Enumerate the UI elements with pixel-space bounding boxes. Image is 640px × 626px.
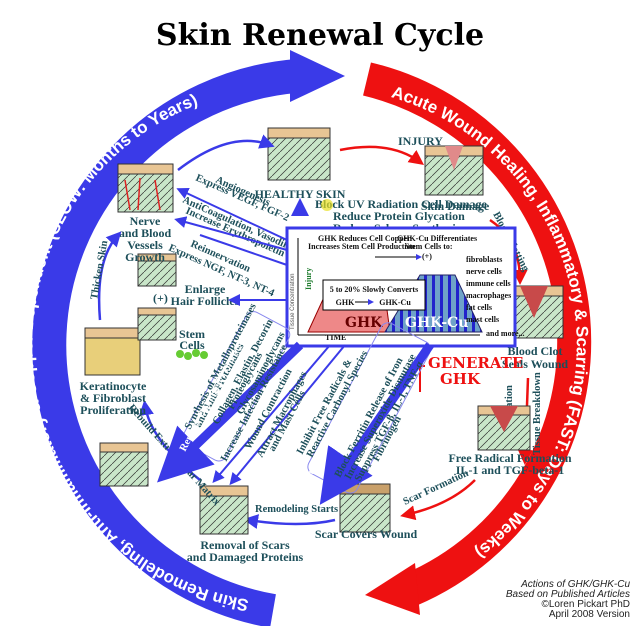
ghk-label: GHK [345, 315, 383, 331]
tissue-concentration-label: Tissue Concentration [290, 274, 296, 330]
scar-formation-arrow [400, 479, 476, 521]
injury-arrow [339, 145, 425, 165]
thicken-arrow [97, 231, 122, 321]
ghk-cu-label: GHK-Cu [405, 315, 468, 331]
hair-label: Enlarge [185, 282, 226, 296]
hair-label: Hair Follicles [171, 294, 240, 308]
plus-label: (+) [153, 291, 168, 305]
scar-label: Scar Covers Wound [315, 527, 418, 541]
cell-type: fibroblasts [466, 255, 502, 264]
stem-cells-label: Cells [179, 338, 205, 352]
generate-ghk-label: GHK [440, 370, 481, 388]
conversion-text: 5 to 20% Slowly Converts [330, 285, 418, 294]
protect-line: Block UV Radiation Cell Damage [315, 197, 487, 211]
keratinocyte-label: Keratinocyte [80, 379, 147, 393]
credit-line: Actions of GHK/GHK-Cu [520, 579, 630, 590]
credits: Actions of GHK/GHK-Cu Based on Published… [506, 579, 631, 620]
nerve-label: Growth [125, 250, 165, 264]
injury-label: INJURY [398, 134, 443, 148]
cell-types-list: fibroblasts nerve cells immune cells mac… [466, 255, 525, 338]
plus-label: (+) [422, 252, 432, 261]
left-note: Increases Stem Cell Production [308, 242, 416, 251]
nerve-label: Nerve [130, 214, 161, 228]
skin-block-damage [424, 145, 484, 196]
credit-line: ©Loren Pickart PhD [541, 599, 630, 610]
credit-line: Based on Published Articles [506, 589, 630, 600]
credit-line: April 2008 Version [549, 609, 630, 620]
cell-type: nerve cells [466, 267, 502, 276]
generate-label: GENERATE [428, 354, 523, 372]
cell-type: mast cells [466, 315, 499, 324]
skin-block-scar [339, 483, 391, 533]
fast-arc-arrowhead [365, 563, 420, 615]
keratinocyte-label: & Fibroblast [80, 391, 146, 405]
stem-cells-label: Stem [179, 327, 205, 341]
skin-block-keratinocyte [84, 327, 141, 376]
nerve-label: Vessels [127, 238, 163, 252]
fast-cycle-arc [363, 62, 592, 606]
cell-type: immune cells [466, 279, 511, 288]
uv-icon [321, 199, 333, 211]
protect-line: Reduce Protein Glycation [333, 209, 465, 223]
free-radical-label: Free Radical Formation [448, 451, 571, 465]
remodeling-arrow [243, 514, 336, 529]
thicken-skin-label: Thicken Skin [89, 240, 110, 301]
conversion-box [322, 279, 426, 311]
injury-axis-label: Injury [304, 268, 313, 290]
left-note: GHK Reduces Cell Copper [318, 234, 411, 243]
skin-block-removal [199, 485, 249, 535]
clot-label: Blood Clot [507, 344, 562, 358]
healthy-skin-label: HEALTHY SKIN [255, 187, 346, 201]
scar-formation-label: Scar Formation [402, 468, 471, 508]
conversion-ghk: GHK [336, 298, 355, 307]
skin-block-stem [137, 307, 177, 341]
skin-block-matrix [99, 442, 149, 487]
cell-type: macrophages [466, 291, 511, 300]
nerve-label: and Blood [119, 226, 172, 240]
skin-block-nerve [117, 163, 174, 213]
generate-ghk: GENERATE GHK [419, 354, 523, 392]
skin-block-healthy [267, 127, 331, 181]
cell-type: and more... [486, 329, 525, 338]
ghk-concentration-panel: TIME Tissue Concentration Injury GHK Red… [285, 226, 525, 348]
removal-label: Removal of Scars [200, 538, 290, 552]
free-radical-label: IL-1 and TGF-beta-1 [456, 463, 564, 477]
removal-label: and Damaged Proteins [187, 550, 304, 564]
clot-label: Seals Wound [502, 357, 568, 371]
right-note: GHK-Cu Differentiates [397, 234, 477, 243]
page-title: Skin Renewal Cycle [156, 18, 484, 53]
skin-block-hair [137, 253, 177, 287]
conversion-ghkcu: GHK-Cu [379, 298, 411, 307]
keratinocyte-label: Proliferation [80, 403, 146, 417]
slow-cycle-arc [32, 59, 298, 626]
stem-cells-icon [176, 349, 208, 360]
right-note: Stem Cells to: [405, 242, 453, 251]
nerve-to-healthy-arrow [177, 134, 275, 171]
time-axis-label: TIME [325, 333, 346, 342]
remodeling-label: Remodeling Starts [255, 504, 338, 515]
skin-damage-label: Skin Damage [421, 199, 490, 213]
cell-type: fat cells [466, 303, 492, 312]
slow-arc-arrowhead [290, 50, 345, 102]
tissue-breakdown-label: Tissue Breakdown [532, 372, 543, 455]
skin-block-free-radical [477, 405, 531, 451]
